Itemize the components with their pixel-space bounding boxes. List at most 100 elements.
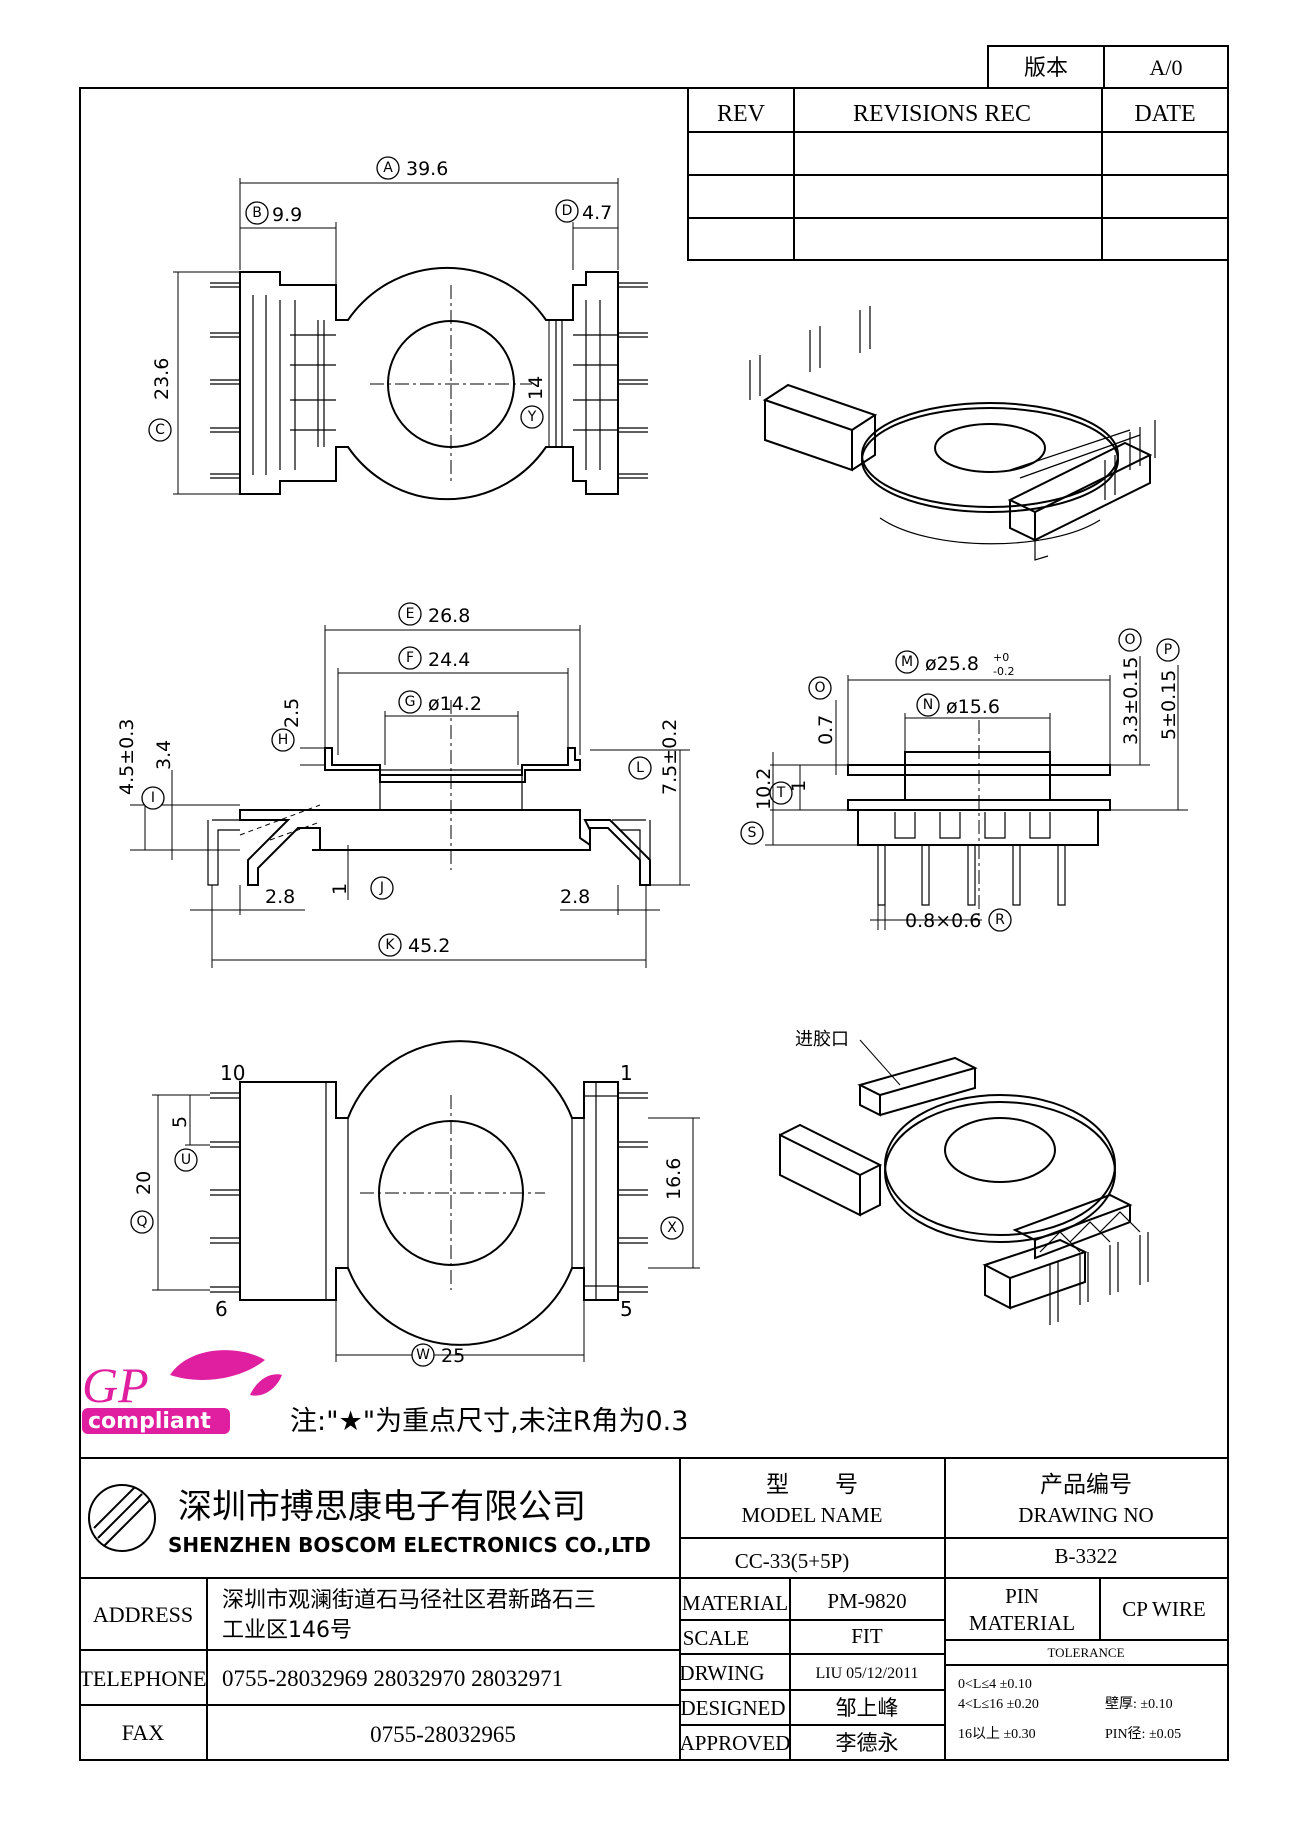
bubble-q: R	[995, 912, 1005, 928]
compliant-text: compliant	[88, 1409, 211, 1434]
dim-side-right: 2.8	[560, 886, 590, 908]
dim-j: 1	[329, 883, 351, 895]
company-logo-icon	[88, 1484, 156, 1552]
dim-n: ø15.6	[946, 696, 1000, 718]
gp-compliant-logo: GP compliant	[82, 1350, 282, 1434]
pin-5-label: 5	[620, 1297, 633, 1321]
dim-s: 1	[788, 780, 810, 792]
dim-x: 16.6	[663, 1158, 685, 1200]
bubble-w: W	[416, 1347, 430, 1363]
version-box: 版本 A/0	[987, 45, 1229, 89]
bubble-l: L	[636, 760, 644, 776]
bubble-c: C	[155, 422, 165, 438]
dim-p: 5±0.15	[1158, 670, 1180, 740]
dim-w: 25	[441, 1345, 465, 1367]
dim-r: 10.2	[753, 768, 775, 810]
bubble-v: U	[181, 1152, 191, 1168]
bubble-y: Y	[527, 409, 537, 425]
leaf-icon	[170, 1350, 265, 1380]
fax-value: 0755-28032965	[370, 1722, 516, 1747]
drwing-label: DRWING	[679, 1661, 764, 1685]
dim-k: 45.2	[408, 935, 450, 957]
dim-e: 26.8	[428, 605, 470, 627]
rev-date-header: DATE	[1134, 101, 1195, 127]
bubble-e: E	[406, 606, 415, 622]
dim-l: 7.5±0.2	[659, 719, 681, 795]
front-view: E 26.8 F 24.4 G ø14.2 H 2.5 I 4.5±0.3	[116, 602, 690, 968]
material-label: MATERIAL	[682, 1591, 788, 1615]
tolerance-title: TOLERANCE	[1047, 1645, 1124, 1660]
pin-material-value: CP WIRE	[1122, 1597, 1205, 1621]
bubble-s: T	[776, 785, 786, 801]
address-line1: 深圳市观澜街道石马径社区君新路石三	[222, 1588, 596, 1613]
version-value: A/0	[1150, 55, 1183, 80]
bubble-u: Q	[136, 1214, 147, 1230]
address-label: ADDRESS	[93, 1602, 193, 1627]
drwing-value: LIU 05/12/2011	[816, 1665, 919, 1682]
dim-a: 39.6	[406, 158, 448, 180]
dim-g: ø14.2	[428, 693, 482, 715]
tolerance-row-2: 4<L≤16 ±0.20	[958, 1697, 1039, 1712]
bubble-t: O	[814, 680, 825, 696]
dim-side-left: 2.8	[265, 886, 295, 908]
dim-m: ø25.8	[925, 653, 979, 675]
bubble-n: N	[923, 697, 933, 713]
company-name-en: SHENZHEN BOSCOM ELECTRONICS CO.,LTD	[168, 1533, 651, 1557]
dim-y: 14	[525, 376, 547, 400]
designed-label: DESIGNED	[681, 1696, 786, 1720]
bubble-h: H	[278, 732, 289, 748]
bubble-g: G	[405, 694, 416, 710]
bubble-j: J	[379, 880, 384, 896]
tolerance-row-3: 16以上 ±0.30	[958, 1726, 1036, 1742]
side-view: M ø25.8 +0 -0.2 N ø15.6 O 0.7 T 1 S 10.2	[740, 628, 1188, 932]
revisions-table: REV REVISIONS REC DATE	[687, 87, 1229, 261]
tolerance-row-1: 0<L≤4 ±0.10	[958, 1677, 1032, 1692]
bubble-i: I	[151, 790, 155, 806]
approved-value: 李德永	[836, 1731, 899, 1755]
dim-b: 9.9	[272, 204, 302, 226]
isometric-view-bottom: 进胶口	[779, 1029, 1149, 1325]
gate-label: 进胶口	[795, 1029, 849, 1050]
scale-value: FIT	[851, 1624, 883, 1648]
address-line2: 工业区146号	[222, 1618, 352, 1643]
dim-h: 2.5	[281, 698, 303, 728]
dim-m-tol-up: +0	[993, 651, 1009, 664]
dim-d: 4.7	[582, 202, 612, 224]
drawing-label-en: DRAWING NO	[1018, 1503, 1153, 1527]
pin-1-label: 1	[620, 1061, 633, 1085]
pin-material-label-1: PIN	[1005, 1584, 1039, 1608]
fax-label: FAX	[122, 1720, 164, 1745]
note-text: 注:"★"为重点尺寸,未注R角为0.3	[290, 1406, 688, 1437]
bubble-f: F	[406, 650, 414, 666]
rev-rec-header: REVISIONS REC	[853, 101, 1031, 127]
dim-f: 24.4	[428, 649, 470, 671]
bottom-view: 10 1 6 5 Q 20 U 5 X 16.6	[130, 1040, 700, 1367]
telephone-value: 0755-28032969 28032970 28032971	[222, 1666, 563, 1691]
bubble-d: D	[562, 203, 573, 219]
model-value: CC-33(5+5P)	[735, 1549, 850, 1573]
bubble-p: P	[1164, 642, 1172, 658]
bubble-x: X	[667, 1220, 677, 1236]
designed-value: 邹上峰	[836, 1696, 899, 1720]
version-label: 版本	[1024, 55, 1068, 80]
dim-i2: 3.4	[153, 740, 175, 770]
tolerance-wall: 壁厚: ±0.10	[1105, 1696, 1173, 1712]
tolerance-pin: PIN径: ±0.05	[1105, 1726, 1181, 1742]
title-block: 深圳市搏思康电子有限公司 SHENZHEN BOSCOM ELECTRONICS…	[79, 1457, 1228, 1760]
scale-label: SCALE	[683, 1626, 750, 1650]
bubble-k: K	[385, 937, 395, 953]
model-label-cn: 型 号	[766, 1472, 858, 1498]
model-label-en: MODEL NAME	[742, 1503, 883, 1527]
dim-c: 23.6	[151, 358, 173, 400]
sheet-border	[79, 87, 1229, 1761]
dim-m-tol-dn: -0.2	[993, 665, 1014, 678]
rev-header: REV	[717, 101, 766, 127]
telephone-label: TELEPHONE	[79, 1666, 206, 1691]
isometric-view-top	[749, 306, 1156, 561]
dim-o: 3.3±0.15	[1120, 657, 1142, 745]
drawing-label-cn: 产品编号	[1040, 1472, 1132, 1498]
gp-logo-text: GP	[82, 1357, 149, 1413]
bubble-b: B	[252, 205, 262, 221]
material-value: PM-9820	[827, 1589, 906, 1613]
